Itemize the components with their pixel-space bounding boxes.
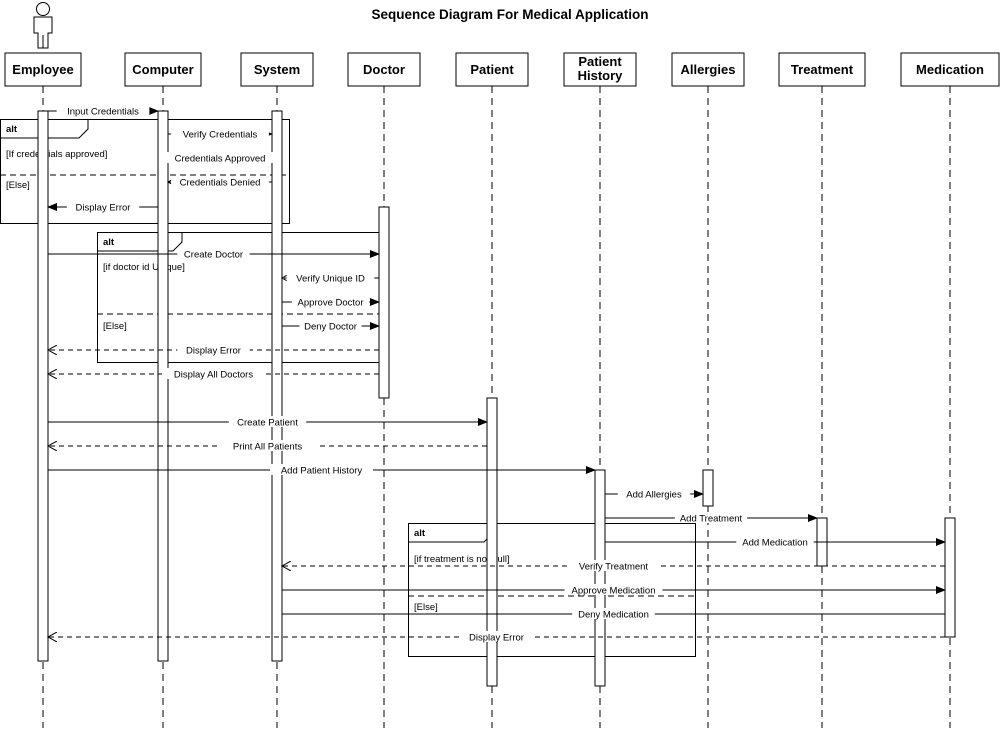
message: Verify Treatment: [282, 560, 945, 573]
fragment-guard: [if doctor id Unique]: [103, 262, 185, 273]
message-label: Add Allergies: [626, 490, 682, 501]
activation-doctor: [378, 206, 390, 399]
message: Credentials Approved: [166, 152, 274, 165]
actor-icon: [33, 2, 53, 49]
message: Print All Patients: [48, 440, 487, 453]
message-label: Display Error: [186, 346, 241, 357]
lifeline-label: Treatment: [791, 62, 854, 77]
message: Approve Medication: [282, 584, 946, 597]
message-label: Input Credentials: [67, 107, 139, 118]
fragment-guard: [Else]: [6, 180, 30, 191]
lifeline-label: Medication: [916, 62, 984, 77]
activation-patient: [486, 397, 498, 687]
activation-medication: [944, 517, 956, 638]
message-label: Create Patient: [237, 418, 298, 429]
lifeline-label: Patient: [470, 62, 514, 77]
message-label: Add Treatment: [680, 514, 743, 525]
message-label: Display Error: [469, 633, 524, 644]
message: Create Patient: [48, 416, 488, 429]
message: Add Medication: [605, 536, 946, 549]
lifeline-label: History: [578, 68, 624, 83]
message-label: Display All Doctors: [174, 370, 253, 381]
activation-patient-history: [594, 469, 606, 687]
message: Verify Credentials: [168, 128, 273, 141]
message-label: Add Medication: [742, 538, 807, 549]
activation-system: [271, 110, 283, 662]
lifeline-head-system: System: [240, 52, 314, 87]
activation-allergies: [702, 469, 714, 507]
message-label: Verify Credentials: [183, 130, 258, 141]
message-label: Deny Doctor: [304, 322, 357, 333]
message-label: Deny Medication: [578, 610, 649, 621]
message-label: Display Error: [76, 203, 131, 214]
lifeline-label: Computer: [132, 62, 193, 77]
lifeline-head-treatment: Treatment: [778, 52, 866, 87]
fragment-guard: [Else]: [414, 602, 438, 613]
message-label: Credentials Denied: [180, 178, 261, 189]
message: Add Patient History: [48, 464, 596, 477]
fragment-guard: [If credentials approved]: [6, 149, 107, 160]
message: Credentials Denied: [168, 176, 272, 189]
message-label: Approve Doctor: [297, 298, 363, 309]
lifeline-head-patient: Patient: [455, 52, 529, 87]
activation-employee: [37, 110, 49, 662]
lifeline-label: Doctor: [363, 62, 405, 77]
fragment-operator: alt: [414, 528, 426, 539]
lifeline-label: Allergies: [681, 62, 736, 77]
fragment-guard: [if treatment is not null]: [414, 554, 510, 565]
message: Approve Doctor: [282, 296, 380, 309]
lifeline-label: Patient: [578, 54, 622, 69]
lifeline-head-doctor: Doctor: [347, 52, 421, 87]
message: Deny Doctor: [282, 320, 380, 333]
message: Add Treatment: [605, 512, 818, 525]
lifeline-head-computer: Computer: [124, 52, 202, 87]
lifeline-head-medication: Medication: [900, 52, 1000, 87]
message-label: Create Doctor: [184, 250, 243, 261]
activation-computer: [157, 110, 169, 662]
lifeline-label: Employee: [12, 62, 73, 77]
lifeline-head-allergies: Allergies: [671, 52, 745, 87]
message: Input Credentials: [48, 105, 159, 118]
message: Deny Medication: [282, 608, 945, 621]
message: Display Error: [47, 201, 158, 214]
message: Display Error: [48, 631, 945, 644]
message: Create Doctor: [48, 248, 380, 261]
message-label: Print All Patients: [233, 442, 302, 453]
lifeline-label: System: [254, 62, 300, 77]
message-label: Credentials Approved: [175, 154, 266, 165]
fragment-operator: alt: [6, 124, 18, 135]
message-label: Verify Unique ID: [296, 274, 365, 285]
message: Verify Unique ID: [282, 272, 379, 285]
message-label: Add Patient History: [281, 466, 363, 477]
message: Add Allergies: [605, 488, 704, 501]
diagram-title: Sequence Diagram For Medical Application: [371, 7, 649, 22]
fragment-operator: alt: [103, 237, 115, 248]
lifeline-head-employee: Employee: [4, 52, 82, 87]
fragment-guard: [Else]: [103, 321, 127, 332]
message: Display Error: [48, 344, 379, 357]
message-label: Approve Medication: [572, 586, 656, 597]
message: Display All Doctors: [48, 368, 379, 381]
message-label: Verify Treatment: [579, 562, 649, 573]
